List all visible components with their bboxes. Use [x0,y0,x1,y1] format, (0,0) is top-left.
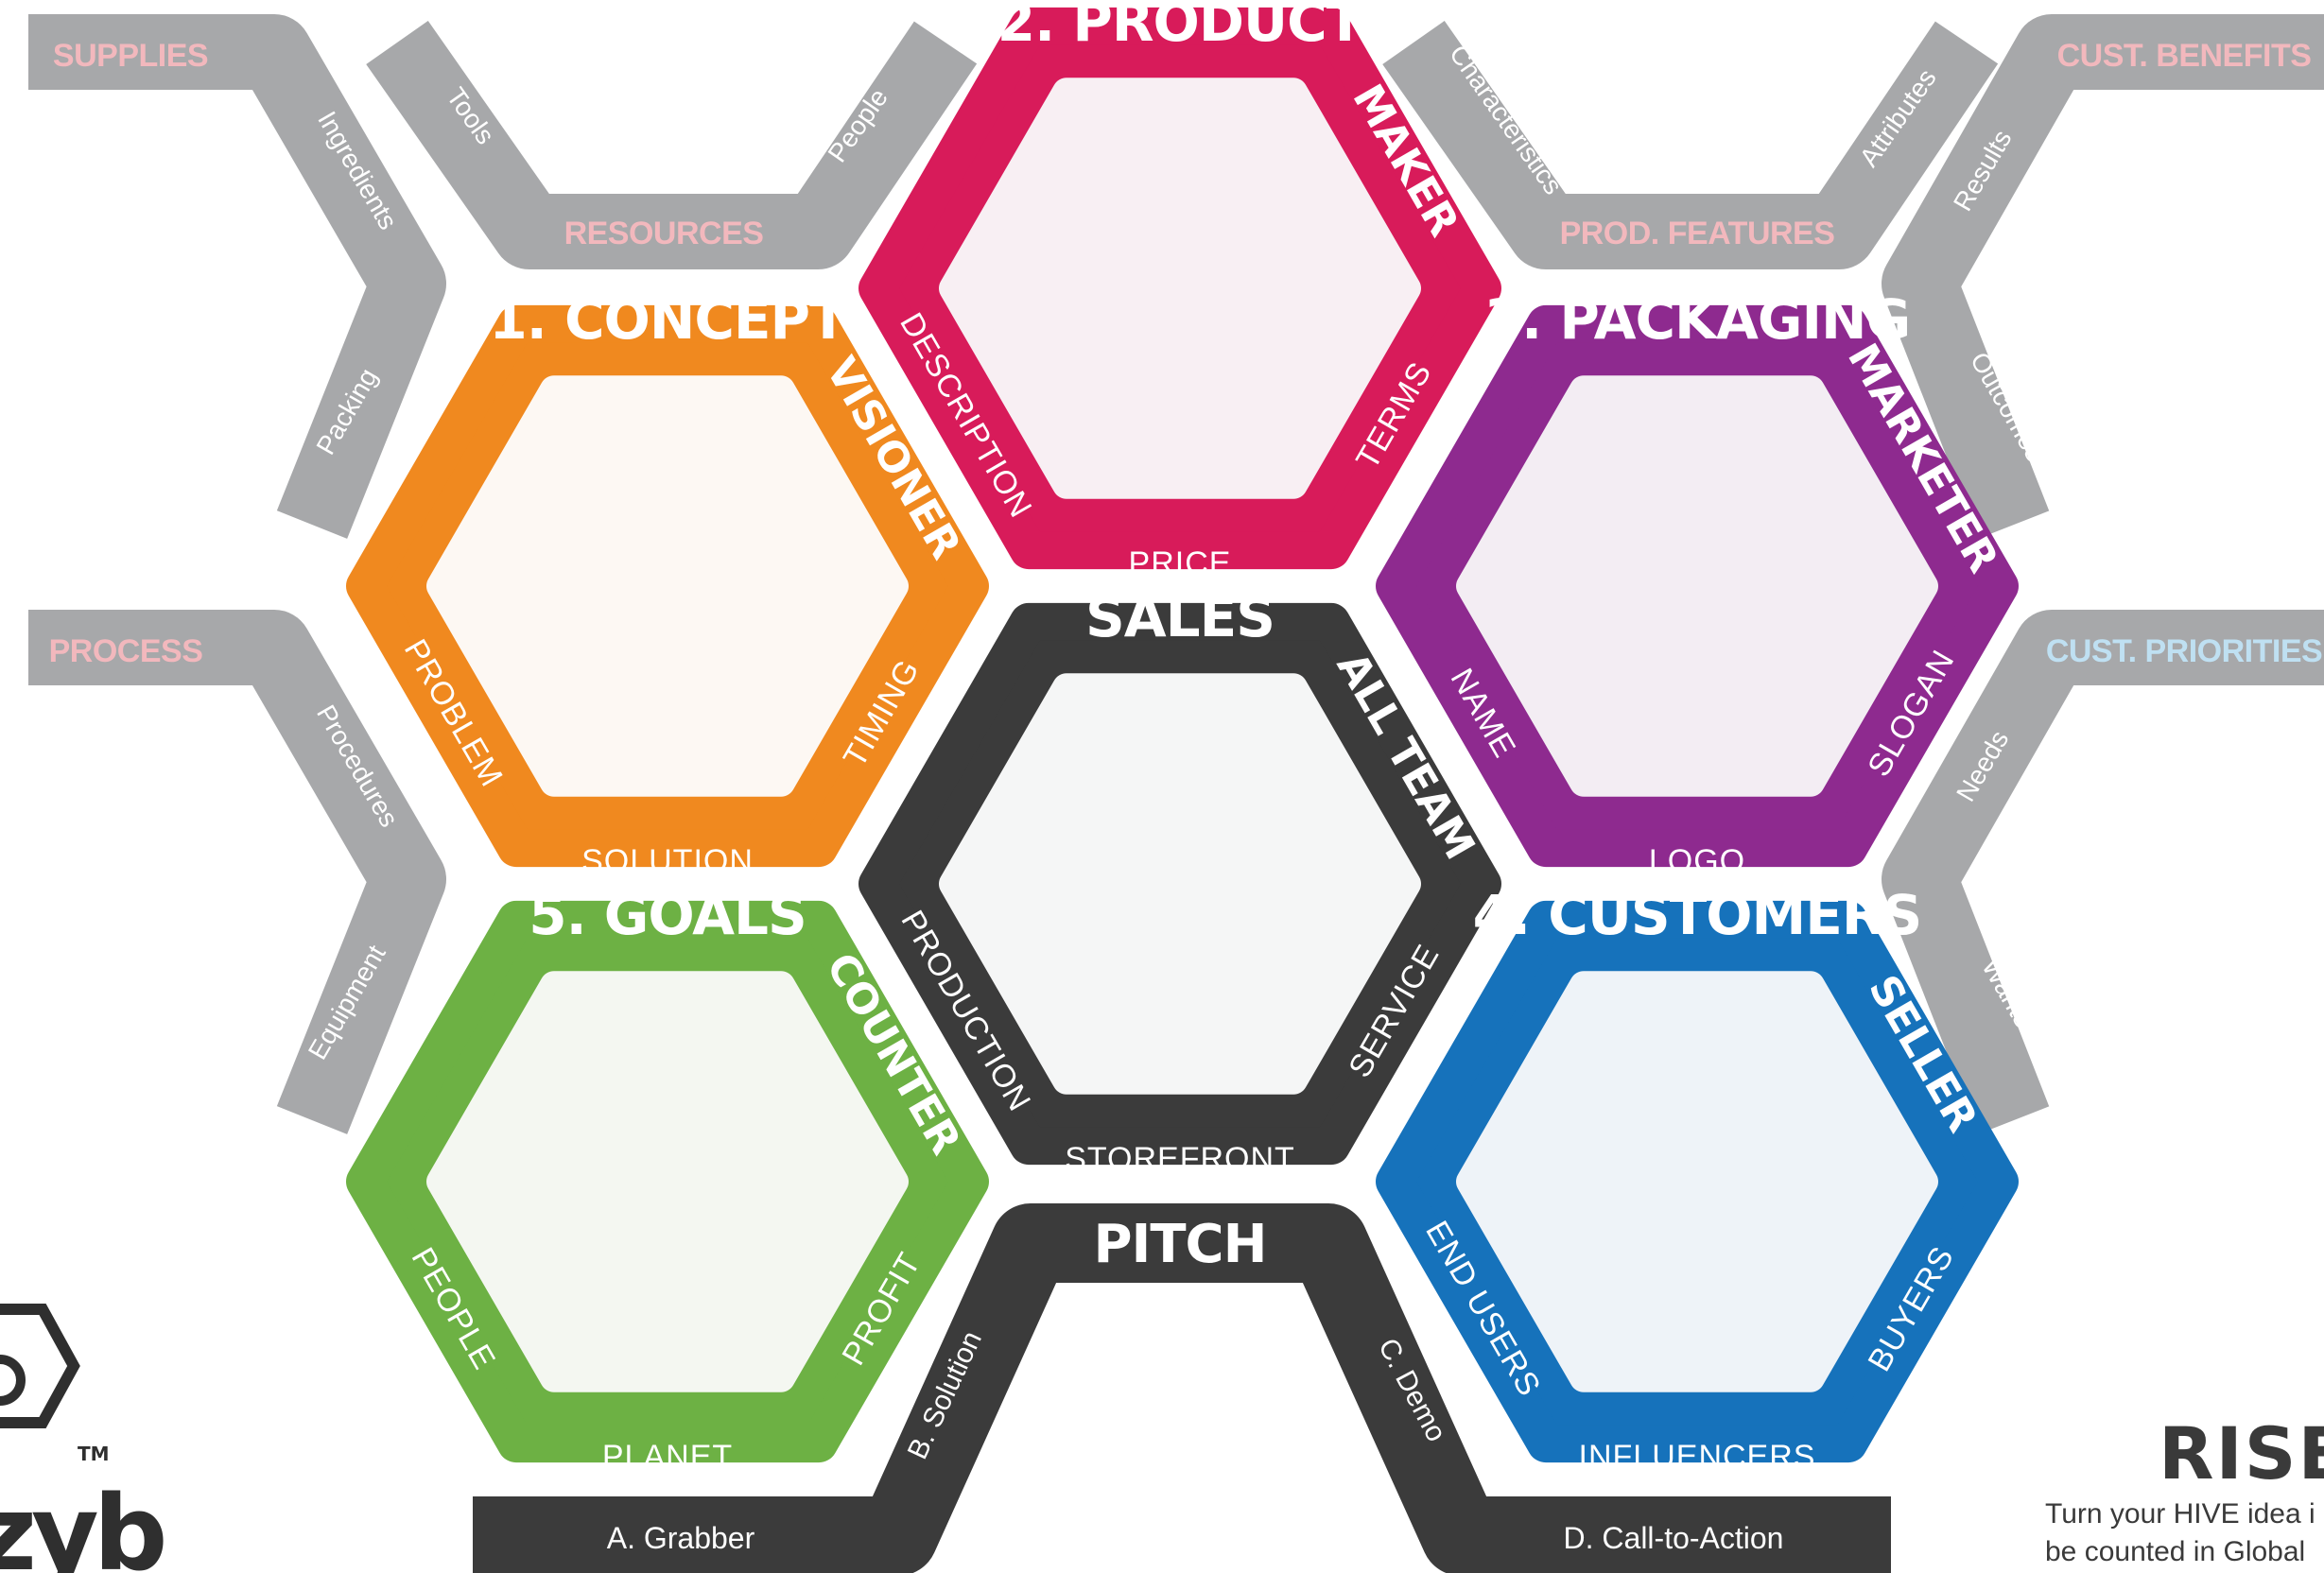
sales-hex-center[interactable] [939,673,1421,1095]
concept-bottom-label: SOLUTION [581,843,754,879]
zyb-logo: TM zyb [0,1304,169,1573]
gray-bands [28,14,2324,1134]
cust-priorities-band [1882,610,2324,1134]
cust-benefits-label: CUST. BENEFITS [2057,38,2312,74]
customers-bottom-label: INFLUENCERS [1579,1439,1816,1475]
customers-hex-center[interactable] [1456,971,1938,1392]
resources-band [366,21,978,269]
cust-benefits-band [1882,14,2324,539]
supplies-band [28,14,446,539]
product-bottom-label: PRICE [1129,545,1232,581]
logo-eye-icon [0,1355,26,1406]
packaging-bottom-label: LOGO [1649,843,1745,879]
product-title: 2. PRODUCT [997,0,1364,54]
pitch-item-d: D. Call-to-Action [1564,1521,1784,1555]
sales-bottom-label: STOREFRONT [1065,1141,1295,1177]
process-band [28,610,446,1134]
pitch-item-a: A. Grabber [607,1521,755,1555]
prod-features-band [1382,21,1999,269]
supplies-label: SUPPLIES [53,38,208,74]
pitch-shape [473,1203,1891,1573]
sales-title: SALES [1085,585,1275,649]
packaging-title: 3. PACKAGING [1484,287,1910,352]
pitch-title: PITCH [1093,1214,1266,1275]
rise-line-2: be counted in Global [2045,1536,2306,1567]
resources-label: RESOURCES [564,216,764,251]
logo-name: zyb [0,1473,164,1573]
rise-description: Turn your HIVE idea i be counted in Glob… [2045,1495,2319,1571]
cust-priorities-label: CUST. PRIORITIES [2046,633,2322,669]
packaging-hex-center[interactable] [1456,375,1938,797]
goals-bottom-label: PLANET [602,1439,733,1475]
process-label: PROCESS [49,633,203,669]
product-hex-center[interactable] [939,78,1421,499]
concept-hex-center[interactable] [426,375,909,797]
customers-title: 4. CUSTOMERS [1473,883,1922,947]
rise-line-1: Turn your HIVE idea i [2045,1498,2315,1530]
prod-features-label: PROD. FEATURES [1560,216,1835,251]
concept-title: 1. CONCEPT [489,287,847,352]
logo-tm: TM [78,1443,110,1465]
rise-title: RISE [2159,1411,2324,1495]
goals-title: 5. GOALS [529,883,806,947]
goals-hex-center[interactable] [426,971,909,1392]
logo-hex-icon [0,1304,80,1428]
hex-layer: 1. CONCEPTVISIONERPROBLEMSOLUTIONTIMING2… [346,0,2019,1475]
